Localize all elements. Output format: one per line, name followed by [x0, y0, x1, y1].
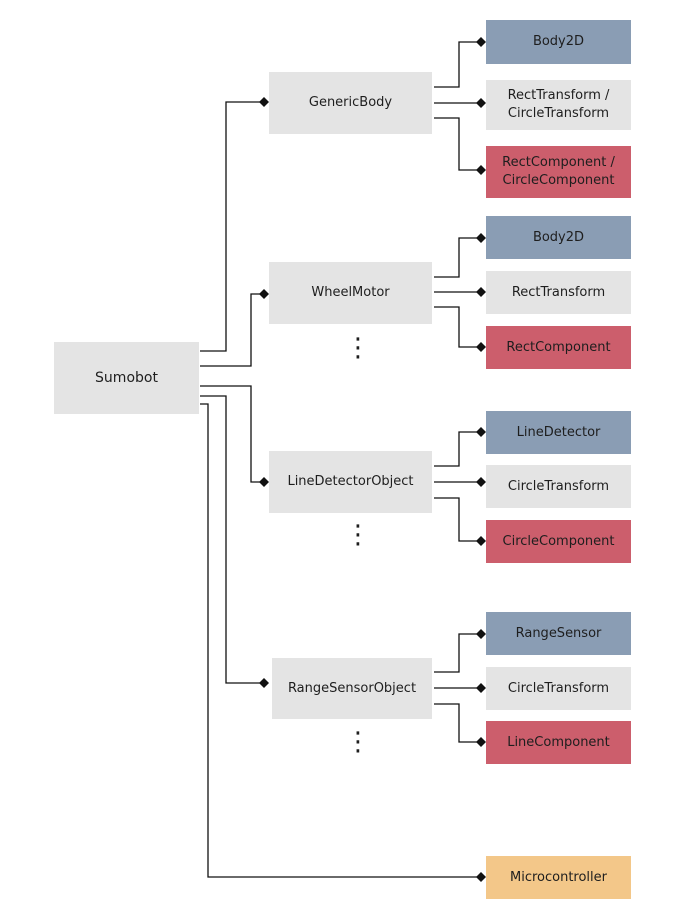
- connector-wheelmotor-body2d: [434, 237, 478, 278]
- ellipsis-rangesensorobject: ⋮: [345, 727, 371, 757]
- ellipsis-wheelmotor: ⋮: [345, 333, 371, 363]
- connector-rangesensor-component: [434, 703, 478, 743]
- diamond-arrowhead: [476, 233, 486, 243]
- diamond-arrowhead: [476, 37, 486, 47]
- leaf-body2d: Body2D: [486, 216, 631, 259]
- diamond-arrowhead: [259, 678, 269, 688]
- diamond-arrowhead: [476, 427, 486, 437]
- leaf-transform: RectTransform: [486, 271, 631, 314]
- connector-genericbody-component: [434, 117, 478, 171]
- leaf-component: CircleComponent: [486, 520, 631, 563]
- linedetectorobject-node: LineDetectorObject: [269, 451, 432, 513]
- leaf-transform: CircleTransform: [486, 667, 631, 710]
- diamond-arrowhead: [476, 872, 486, 882]
- connector-sumobot-genericbody: [200, 101, 260, 352]
- connector-sumobot-linedetector: [200, 385, 260, 483]
- leaf-component: LineComponent: [486, 721, 631, 764]
- diamond-arrowhead: [259, 97, 269, 107]
- connector-linedetector-component: [434, 497, 478, 542]
- connector-sumobot-rangesensor: [200, 395, 260, 684]
- leaf-transform: CircleTransform: [486, 465, 631, 508]
- leaf-linedetector: LineDetector: [486, 411, 631, 454]
- microcontroller-node: Microcontroller: [486, 856, 631, 899]
- genericbody-node: GenericBody: [269, 72, 432, 134]
- diamond-arrowhead: [476, 98, 486, 108]
- ellipsis-linedetectorobject: ⋮: [345, 520, 371, 550]
- connector-genericbody-body2d: [434, 41, 478, 88]
- diamond-arrowhead: [476, 536, 486, 546]
- diamond-arrowhead: [476, 165, 486, 175]
- leaf-body2d: Body2D: [486, 20, 631, 64]
- wheelmotor-node: WheelMotor: [269, 262, 432, 324]
- diamond-arrowhead: [476, 737, 486, 747]
- connector-wheelmotor-component: [434, 306, 478, 348]
- leaf-rangesensor: RangeSensor: [486, 612, 631, 655]
- diamond-arrowhead: [476, 629, 486, 639]
- connector-linedetector-linedetector: [434, 431, 478, 467]
- leaf-component: RectComponent: [486, 326, 631, 369]
- diamond-arrowhead: [476, 477, 486, 487]
- diamond-arrowhead: [476, 342, 486, 352]
- sumobot-node: Sumobot: [54, 342, 199, 414]
- diamond-arrowhead: [259, 289, 269, 299]
- diamond-arrowhead: [259, 477, 269, 487]
- leaf-transform: RectTransform / CircleTransform: [486, 80, 631, 130]
- diamond-arrowhead: [476, 683, 486, 693]
- connector-rangesensor-rangesensor: [434, 633, 478, 673]
- rangesensorobject-node: RangeSensorObject: [272, 658, 432, 719]
- diamond-arrowhead: [476, 287, 486, 297]
- connector-sumobot-wheelmotor: [200, 293, 260, 367]
- leaf-component: RectComponent / CircleComponent: [486, 146, 631, 198]
- connector-sumobot-microcontroller: [200, 403, 478, 878]
